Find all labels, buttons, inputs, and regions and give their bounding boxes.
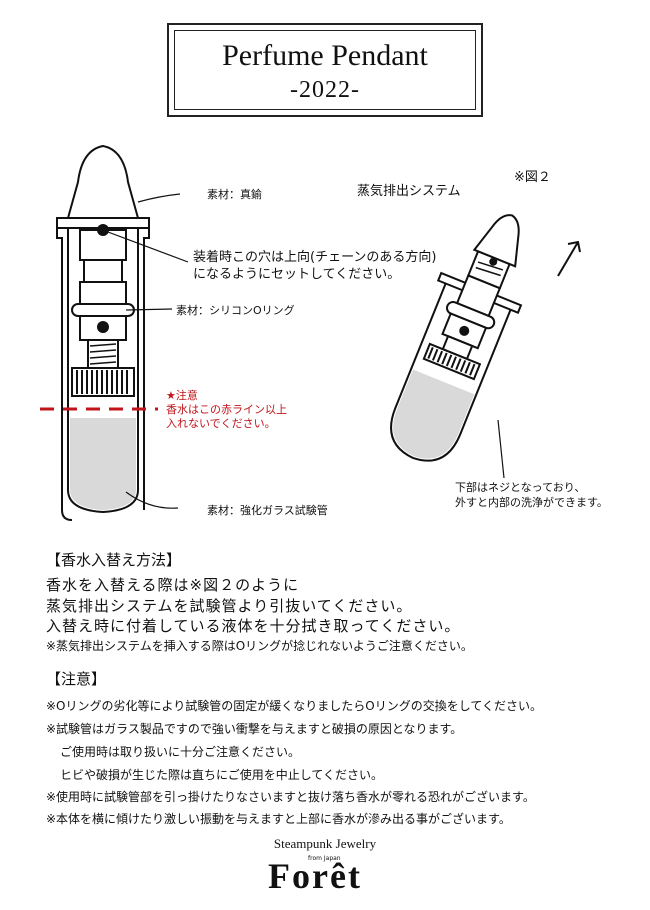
refill-line4: ※蒸気排出システムを挿入する際はOリングが捻じれないようご注意ください。 bbox=[46, 639, 473, 653]
hole-top bbox=[97, 224, 109, 236]
caution-item: ※試験管はガラス製品ですので強い衝撃を与えますと破損の原因となります。 bbox=[46, 722, 463, 736]
thread-note-line2: 外すと内部の洗浄ができます。 bbox=[455, 496, 608, 509]
pull-arrow bbox=[557, 240, 581, 277]
title-box: Perfume Pendant -2022- bbox=[167, 23, 483, 117]
hole-note-line1: 装着時この穴は上向(チェーンのある方向) bbox=[193, 250, 437, 265]
brand-sub: from Japan bbox=[308, 855, 341, 862]
caution-item: ※使用時に試験管部を引っ掛けたりなさいますと抜け落ち香水が零れる恐れがございます… bbox=[46, 790, 535, 804]
pendant-right-illustration bbox=[390, 214, 523, 462]
material-tube-label: 素材：強化ガラス試験管 bbox=[207, 504, 328, 517]
caution-item: ※本体を横に傾けたり激しい振動を与えますと上部に香水が滲み出る事がございます。 bbox=[46, 812, 511, 826]
figure-label: ※図２ bbox=[514, 170, 551, 185]
refill-line3: 入替え時に付着している液体を十分拭き取ってください。 bbox=[46, 617, 461, 635]
caution-item: ヒビや破損が生じた際は直ちにご使用を中止してください。 bbox=[60, 768, 384, 782]
material-ring-label: 素材：シリコンOリング bbox=[176, 304, 295, 317]
brand-logo: Forêt bbox=[268, 856, 362, 896]
liquid-left bbox=[70, 418, 136, 510]
refill-heading: 【香水入替え方法】 bbox=[46, 551, 182, 569]
pendant-diagram bbox=[40, 144, 581, 521]
caution-line1: 香水はこの赤ライン以上 bbox=[166, 403, 287, 416]
brand-tagline: Steampunk Jewelry bbox=[273, 836, 377, 851]
material-top-label: 素材：真鍮 bbox=[207, 188, 262, 201]
knurl-left bbox=[76, 370, 128, 394]
refill-line2: 蒸気排出システムを試験管より引抜いてください。 bbox=[46, 597, 413, 615]
caution-line2: 入れないでください。 bbox=[166, 417, 276, 430]
hole-note-line2: になるようにセットしてください。 bbox=[193, 267, 401, 282]
caution-heading: 【注意】 bbox=[46, 670, 107, 688]
hole-middle bbox=[97, 321, 109, 333]
system-label: 蒸気排出システム bbox=[357, 184, 461, 199]
thread-note-line1: 下部はネジとなっており、 bbox=[455, 481, 586, 494]
caution-title: ★注意 bbox=[166, 389, 198, 402]
pendant-left-illustration bbox=[56, 144, 150, 521]
caution-item: ご使用時は取り扱いに十分ご注意ください。 bbox=[60, 745, 301, 759]
caution-item: ※Oリングの劣化等により試験管の固定が緩くなりましたらOリングの交換をしてくださ… bbox=[46, 699, 542, 713]
refill-line1: 香水を入替える際は※図２のように bbox=[46, 576, 300, 594]
